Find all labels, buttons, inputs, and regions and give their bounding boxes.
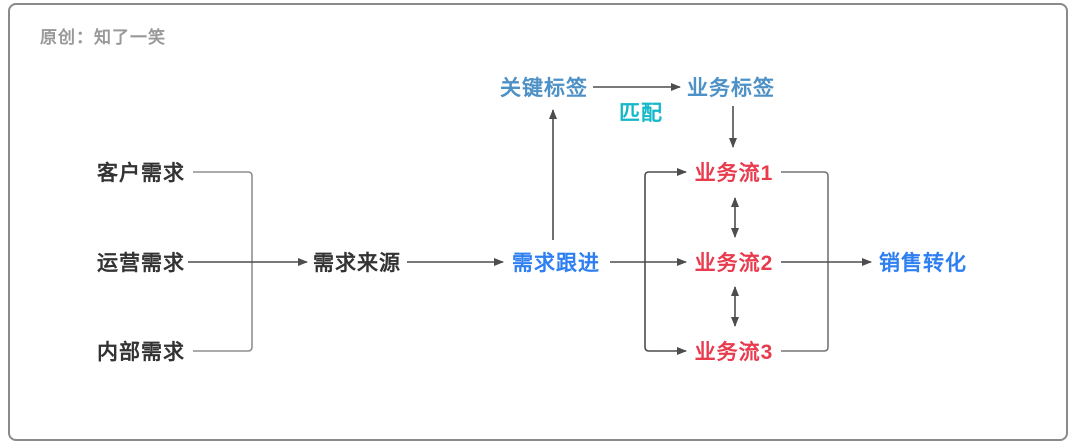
node-business-flow-1: 业务流1: [694, 162, 774, 185]
node-demand-followup: 需求跟进: [512, 252, 600, 275]
node-demand-source: 需求来源: [313, 252, 401, 275]
node-business-flow-3: 业务流3: [694, 341, 774, 364]
node-sales-conversion: 销售转化: [879, 252, 967, 275]
node-key-tag: 关键标签: [500, 77, 588, 100]
attribution-text: 原创：知了一笑: [40, 28, 166, 47]
node-internal-demand: 内部需求: [97, 341, 185, 364]
diagram-frame: [8, 3, 1068, 441]
node-match-label: 匹配: [619, 102, 663, 125]
node-business-flow-2: 业务流2: [694, 252, 774, 275]
node-customer-demand: 客户需求: [97, 162, 185, 185]
node-business-tag: 业务标签: [687, 77, 775, 100]
node-operation-demand: 运营需求: [97, 252, 185, 275]
